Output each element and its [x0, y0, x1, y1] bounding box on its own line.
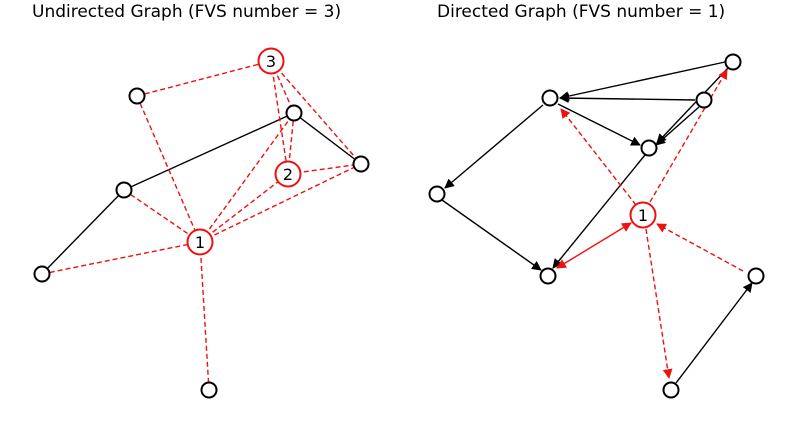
directed-fvs-node-1: 1: [629, 201, 657, 229]
undirected-edge: [41, 189, 125, 275]
directed-edge: [559, 61, 726, 101]
undirected-node: [352, 155, 370, 173]
undirected-edge: [293, 112, 362, 165]
undirected-fvs-edge: [270, 60, 289, 175]
undirected-graph: 3 2 1: [33, 47, 370, 399]
fvs-node-label: 1: [195, 233, 205, 252]
directed-node: [747, 267, 765, 285]
directed-fvs-edge: [560, 108, 637, 206]
undirected-fvs-node-1: 1: [186, 228, 214, 256]
directed-fvs-edge: [649, 69, 728, 203]
directed-node: [695, 91, 713, 109]
directed-node: [724, 53, 742, 71]
fvs-node-label: 2: [283, 165, 293, 184]
directed-edge: [559, 93, 696, 104]
undirected-fvs-node-2: 2: [274, 160, 302, 188]
directed-node: [541, 89, 559, 107]
directed-fvs-edge: [645, 228, 673, 379]
directed-node: [428, 185, 446, 203]
undirected-fvs-edge: [41, 241, 201, 275]
directed-graph: 1: [428, 53, 765, 399]
undirected-graph-title: Undirected Graph (FVS number = 3): [32, 2, 342, 22]
directed-edge: [441, 199, 542, 271]
undirected-fvs-edge: [123, 189, 201, 243]
directed-node: [539, 267, 557, 285]
fvs-node-label: 3: [266, 52, 276, 71]
directed-edge: [655, 106, 700, 146]
undirected-fvs-edge: [136, 60, 272, 97]
undirected-node: [200, 381, 218, 399]
directed-node: [662, 381, 680, 399]
undirected-node: [128, 87, 146, 105]
directed-edge: [675, 282, 753, 384]
fvs-node-label: 1: [638, 206, 648, 225]
directed-graph-title: Directed Graph (FVS number = 1): [437, 2, 726, 22]
directed-edge: [656, 67, 729, 144]
directed-fvs-edge: [656, 223, 744, 272]
undirected-fvs-edge: [199, 241, 210, 391]
directed-edge: [444, 104, 544, 189]
undirected-fvs-edge: [270, 60, 362, 165]
undirected-node: [285, 104, 303, 122]
undirected-fvs-edge: [199, 173, 289, 243]
undirected-edge: [123, 112, 295, 191]
directed-fvs-edge: [556, 222, 632, 269]
undirected-fvs-node-3: 3: [257, 47, 285, 75]
directed-node: [640, 139, 658, 157]
undirected-node: [33, 265, 51, 283]
undirected-fvs-edge: [199, 163, 362, 243]
undirected-fvs-edge: [136, 95, 201, 243]
directed-edge: [557, 103, 641, 146]
undirected-fvs-edge: [199, 112, 295, 243]
undirected-node: [115, 181, 133, 199]
